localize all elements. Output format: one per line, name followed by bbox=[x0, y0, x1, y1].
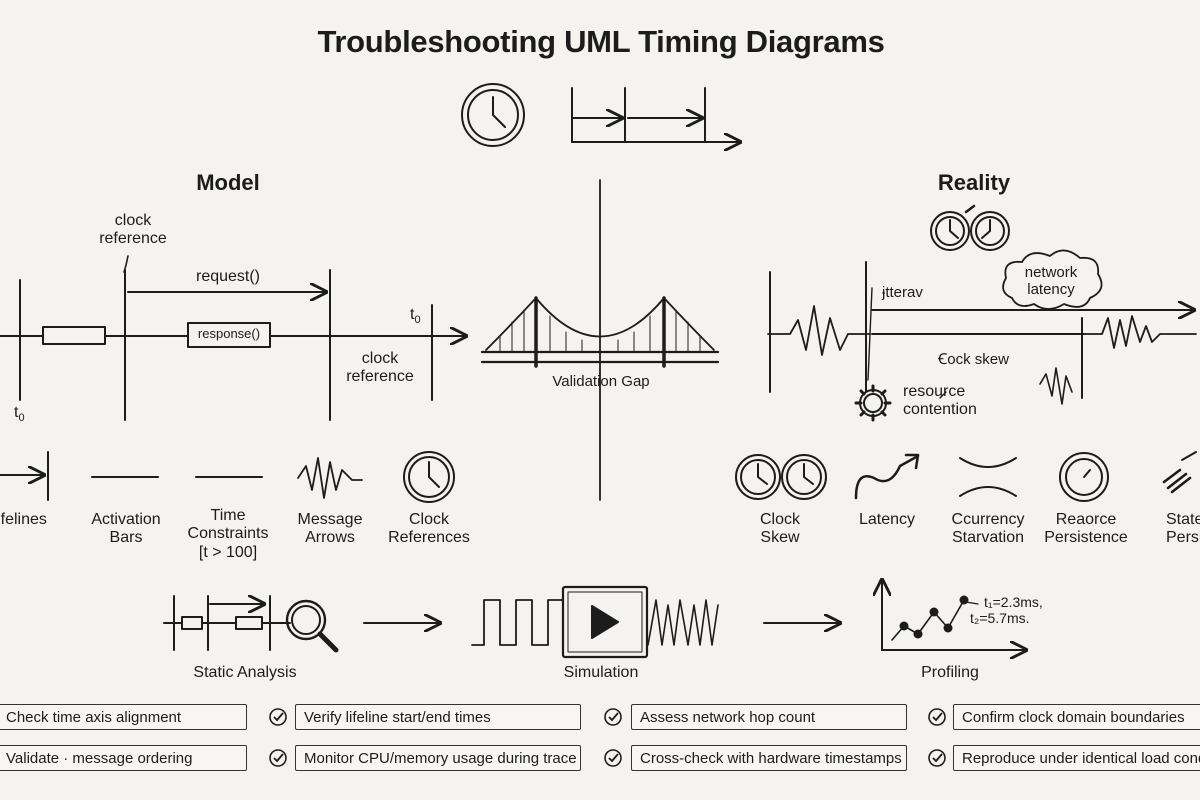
checkmark-icon bbox=[269, 708, 287, 726]
checklist-item: Assess network hop count bbox=[631, 704, 907, 730]
cloud-icon bbox=[1002, 249, 1103, 310]
icon-label-clock-skew: Clock Skew bbox=[759, 511, 801, 547]
validation-gap-label: Validation Gap bbox=[552, 373, 650, 390]
checkmark-icon bbox=[928, 708, 946, 726]
checklist-item: Reproduce under identical load cond bbox=[953, 745, 1200, 771]
checklist-item: Cross-check with hardware timestamps bbox=[631, 745, 907, 771]
checkmark-icon bbox=[928, 749, 946, 767]
t0-left-label: t0 bbox=[14, 404, 25, 425]
clock-skew-annotation: Ꞓock skew bbox=[938, 351, 1009, 368]
model-timing-diagram bbox=[0, 255, 466, 421]
resource-contention-label: resource contention bbox=[903, 383, 977, 419]
model-heading: Model bbox=[196, 170, 260, 195]
request-message-label: request() bbox=[195, 268, 261, 285]
clock-reference-bottom-label: clock reference bbox=[346, 350, 414, 386]
icon-label-activation-bars: Activation Bars bbox=[91, 511, 161, 547]
gear-icon bbox=[854, 384, 892, 422]
page-title: Troubleshooting UML Timing Diagrams bbox=[317, 24, 885, 59]
checklist-item: Validate · message ordering bbox=[0, 745, 247, 771]
checklist-item: Check time axis alignment bbox=[0, 704, 247, 730]
checklist-item: Monitor CPU/memory usage during trace bbox=[295, 745, 581, 771]
checkmark-icon bbox=[604, 749, 622, 767]
reality-heading: Reality bbox=[937, 170, 1011, 195]
icon-label-lifelines: ifelines bbox=[0, 511, 47, 528]
static-analysis-icon bbox=[163, 595, 339, 653]
icon-label-concurrency-starvation: Ccurrency Starvation bbox=[951, 511, 1025, 547]
clock-reference-top-label: clock reference bbox=[99, 212, 167, 248]
icon-label-message-arrows: Message Arrows bbox=[297, 511, 363, 547]
skewed-clocks-icon bbox=[930, 204, 1010, 251]
header-timeline-icon bbox=[571, 87, 740, 142]
profiling-label: Profiling bbox=[921, 664, 979, 681]
icon-label-clock-references: Clock References bbox=[388, 511, 470, 547]
model-icon-row bbox=[0, 451, 455, 503]
reality-timing-diagram bbox=[767, 261, 1197, 405]
profiling-t2-label: t₂=5.7ms. bbox=[970, 610, 1030, 626]
checkmark-icon bbox=[604, 708, 622, 726]
simulation-icon bbox=[471, 585, 719, 659]
icon-label-time-constraints: Time Constraints [t > 100] bbox=[187, 507, 269, 561]
static-analysis-label: Static Analysis bbox=[193, 664, 297, 681]
bridge-icon bbox=[480, 296, 720, 368]
profiling-chart-icon bbox=[882, 580, 1026, 650]
profiling-t1-label: t₁=2.3ms, bbox=[984, 594, 1043, 610]
checkmark-icon bbox=[269, 749, 287, 767]
icon-label-state-persistence: State Persist bbox=[1166, 511, 1200, 547]
header-clock-icon bbox=[461, 83, 525, 147]
response-message-label: response() bbox=[197, 326, 261, 341]
reality-icon-row bbox=[735, 451, 1197, 502]
icon-label-resource-persistence: Reaorce Persistence bbox=[1044, 511, 1128, 547]
network-latency-label: network latency bbox=[1024, 264, 1078, 299]
checklist-item: Verify lifeline start/end times bbox=[295, 704, 581, 730]
t0-right-label: t0 bbox=[410, 306, 421, 327]
simulation-label: Simulation bbox=[563, 664, 639, 681]
icon-label-latency: Latency bbox=[858, 511, 916, 528]
checklist-item: Confirm clock domain boundaries bbox=[953, 704, 1200, 730]
jitter-label: ɉtterav bbox=[882, 284, 923, 301]
